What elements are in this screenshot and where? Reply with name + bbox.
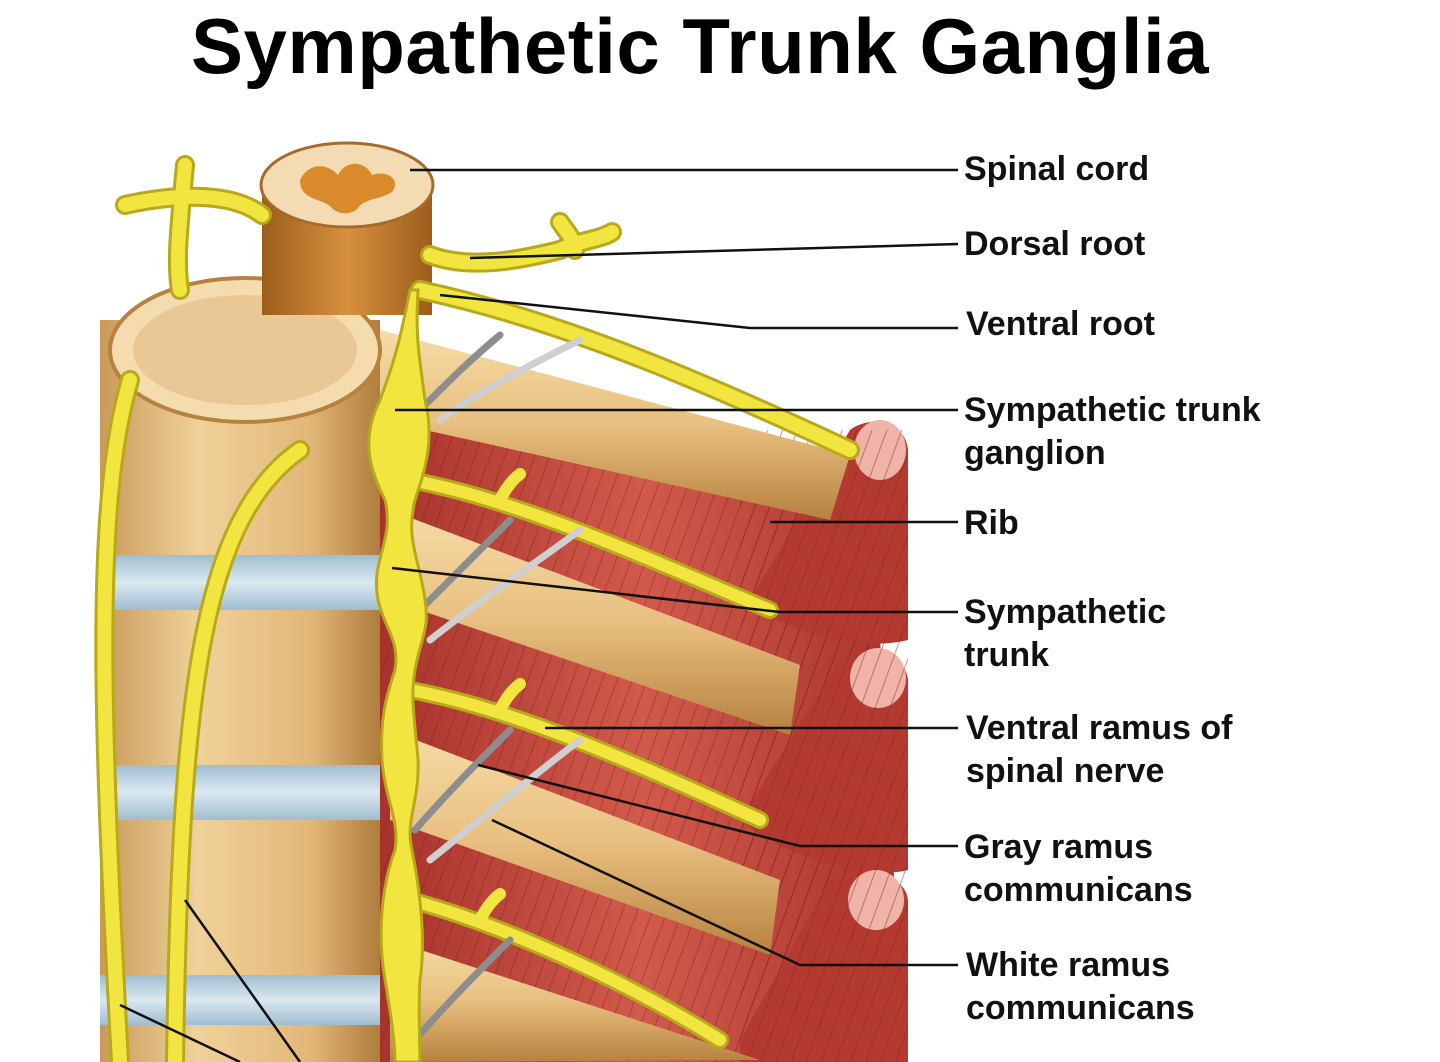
label-line: ganglion <box>964 434 1106 472</box>
label-rib: Rib <box>964 504 1019 542</box>
leader-lines <box>119 168 959 1062</box>
label-white-ramus: White ramus communicans <box>966 944 1195 1030</box>
label-line: trunk <box>964 636 1049 674</box>
label-ventral-root: Ventral root <box>966 305 1155 343</box>
label-line: Gray ramus <box>964 828 1153 866</box>
label-dorsal-root: Dorsal root <box>964 225 1146 263</box>
diagram-title: Sympathetic Trunk Ganglia <box>190 2 1210 90</box>
label-line: Sympathetic trunk <box>964 391 1261 429</box>
label-ventral-ramus: Ventral ramus of spinal nerve <box>966 707 1232 793</box>
vertebral-column <box>100 276 382 1062</box>
label-gray-ramus: Gray ramus communicans <box>964 826 1193 912</box>
label-line: Ventral ramus of <box>966 709 1233 747</box>
label-line: White ramus <box>966 946 1171 984</box>
spinal-cord-shape <box>259 141 435 315</box>
sympathetic-trunk-shape <box>367 288 431 1062</box>
nerves <box>94 155 860 1062</box>
label-spinal-cord: Spinal cord <box>964 150 1150 188</box>
label-line: communicans <box>964 871 1193 909</box>
label-line: Sympathetic <box>964 593 1167 631</box>
cut-muscle-ends <box>740 420 908 1062</box>
label-sympathetic-trunk-ganglion: Sympathetic trunk ganglion <box>964 389 1261 475</box>
label-sympathetic-trunk: Sympathetic trunk <box>964 591 1166 677</box>
label-line: communicans <box>966 989 1195 1027</box>
label-line: spinal nerve <box>966 752 1165 790</box>
